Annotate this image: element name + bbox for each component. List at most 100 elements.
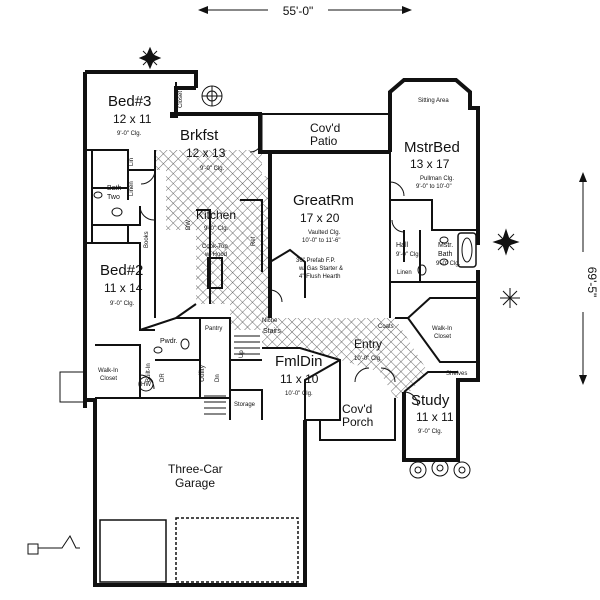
room-size: 13 x 17 (410, 157, 450, 171)
dn-label: Dn (215, 374, 221, 382)
room-label: Bed#3 (108, 93, 151, 110)
depth-dimension: 69'-5" (575, 172, 599, 385)
room-fmldin: FmlDin 11 x 10 10'-0" Clg. (275, 353, 323, 397)
room-label: FmlDin (275, 353, 323, 370)
ceiling-note-2: 9'-0" to 10'-0" (416, 184, 452, 190)
room-label-2: Patio (310, 134, 338, 148)
room-patio: Cov'd Patio (310, 121, 340, 148)
room-walkin-master: Walk-In Closet (432, 326, 452, 340)
room-entry: Entry 10'-0" Clg. (354, 337, 382, 362)
room-label: Walk-In (98, 368, 118, 374)
tub-icon (457, 232, 477, 268)
width-dimension-label: 55'-0" (283, 4, 314, 18)
room-label: Cov'd (310, 121, 340, 135)
garage-steps (59, 371, 86, 403)
room-garage: Three-Car Garage (168, 462, 223, 490)
cooktop-label-2: w/ Hood (204, 252, 227, 258)
room-size: 11 x 14 (104, 281, 143, 295)
stairs-icon (204, 335, 260, 415)
room-label: Cov'd (342, 402, 372, 416)
builtin-label: Built-In (146, 363, 152, 382)
ceiling-note: Pullman Clg. (420, 176, 454, 182)
tile-floor (155, 150, 428, 398)
room-mstrbed: MstrBed 13 x 17 Pullman Clg. 9'-0" to 10… (404, 139, 460, 190)
room-label-2: Closet (100, 376, 117, 382)
ceiling-note: 9'-0" Clg. (110, 301, 135, 307)
books-label: Books (144, 231, 150, 248)
ceiling-note: 9'-0" Clg. (200, 166, 225, 172)
niche-label: Niche (262, 318, 278, 324)
room-size: 11 x 10 (280, 372, 319, 386)
room-hall: Hall 9'-0" Clg. (396, 242, 421, 258)
lin-label: Lin (129, 158, 135, 166)
room-bed2: Bed#2 11 x 14 9'-0" Clg. (100, 262, 143, 307)
pantry-label: Pantry (205, 326, 222, 332)
coats-label: Coats (378, 324, 394, 330)
ceiling-note: 9'-0" Clg. (204, 226, 229, 232)
room-label: Walk-In (432, 326, 452, 332)
room-label: Entry (354, 337, 382, 351)
toilet-icon (111, 207, 427, 350)
ceiling-note: 9'-0" Clg. (117, 131, 142, 137)
pwdr-label: Pwdr. (160, 338, 178, 345)
ref-label: Ref (251, 236, 257, 246)
room-size: 17 x 20 (300, 211, 340, 225)
ac-unit-icon (27, 535, 80, 555)
ceiling-note: 10'-0" Clg. (285, 391, 313, 397)
garage-doors (99, 517, 299, 583)
room-label: MstrBed (404, 139, 460, 156)
sitting-area-label: Sitting Area (418, 98, 449, 104)
up-label: Up (239, 350, 245, 358)
ceiling-note: Vaulted Clg. (308, 230, 341, 236)
fireplace-note-2: w/ Gas Starter & (298, 266, 343, 272)
room-label: GreatRm (293, 192, 354, 209)
room-label: Bed#2 (100, 262, 143, 279)
room-label: Kitchen (196, 208, 236, 222)
ceiling-note: 9'-0" Clg. (418, 429, 443, 435)
room-label: Hall (396, 242, 409, 249)
hw-label: HW (141, 382, 151, 388)
water-heater-icon: HW (138, 376, 154, 392)
sink-icon (93, 191, 449, 354)
ceiling-note: 9'-0" Clg. (396, 252, 421, 258)
room-label: Study (411, 392, 450, 409)
utility-label: Utility (199, 364, 206, 382)
room-size: 12 x 13 (186, 146, 226, 160)
room-label: Mstr. (438, 242, 453, 249)
door-swings (139, 139, 419, 407)
fireplace-note: 36" Prefab F.P. (296, 258, 336, 264)
room-mstr-bath: Mstr. Bath 9'-0" Clg. (436, 242, 461, 267)
room-label-2: Two (107, 194, 120, 201)
room-label-2: Closet (434, 334, 451, 340)
linen-label: Linen (129, 181, 135, 196)
room-bed3: Bed#3 12 x 11 9'-0" Clg. (108, 93, 152, 137)
room-label: Three-Car (168, 462, 223, 476)
room-bath-two: Bath Two (107, 185, 122, 201)
shelves-label: Shelves (446, 371, 467, 377)
storage-label: Storage (234, 402, 256, 408)
room-label: Bath (107, 185, 122, 192)
room-brkfst: Brkfst 12 x 13 9'-0" Clg. (180, 127, 226, 172)
room-label-2: Porch (342, 415, 373, 429)
room-porch: Cov'd Porch (342, 402, 373, 429)
interior-walls (85, 82, 478, 421)
room-kitchen: Kitchen 9'-0" Clg. Cook-Top w/ Hood (196, 208, 236, 258)
room-greatrm: GreatRm 17 x 20 Vaulted Clg. 10'-0" to 1… (293, 192, 354, 280)
shrub-icon (138, 46, 520, 479)
linen-master-label: Linen (397, 270, 412, 276)
room-study: Study 11 x 11 9'-0" Clg. (411, 392, 454, 435)
fireplace-note-3: 4" Flush Hearth (299, 274, 340, 280)
depth-dimension-label: 69'-5" (585, 267, 599, 298)
ceiling-note: 9'-0" Clg. (436, 261, 461, 267)
stairs-label: Stairs (263, 328, 281, 335)
room-label: Brkfst (180, 127, 219, 144)
room-size: 12 x 11 (113, 112, 152, 126)
room-walkin-bed2: Walk-In Closet (98, 368, 118, 382)
closet-label: Closet (178, 91, 184, 108)
dw-label: DW (186, 220, 192, 230)
room-size: 11 x 11 (416, 410, 454, 424)
dr-label: DR (160, 373, 166, 382)
width-dimension: 55'-0" (198, 2, 412, 18)
room-label-2: Garage (175, 476, 215, 490)
